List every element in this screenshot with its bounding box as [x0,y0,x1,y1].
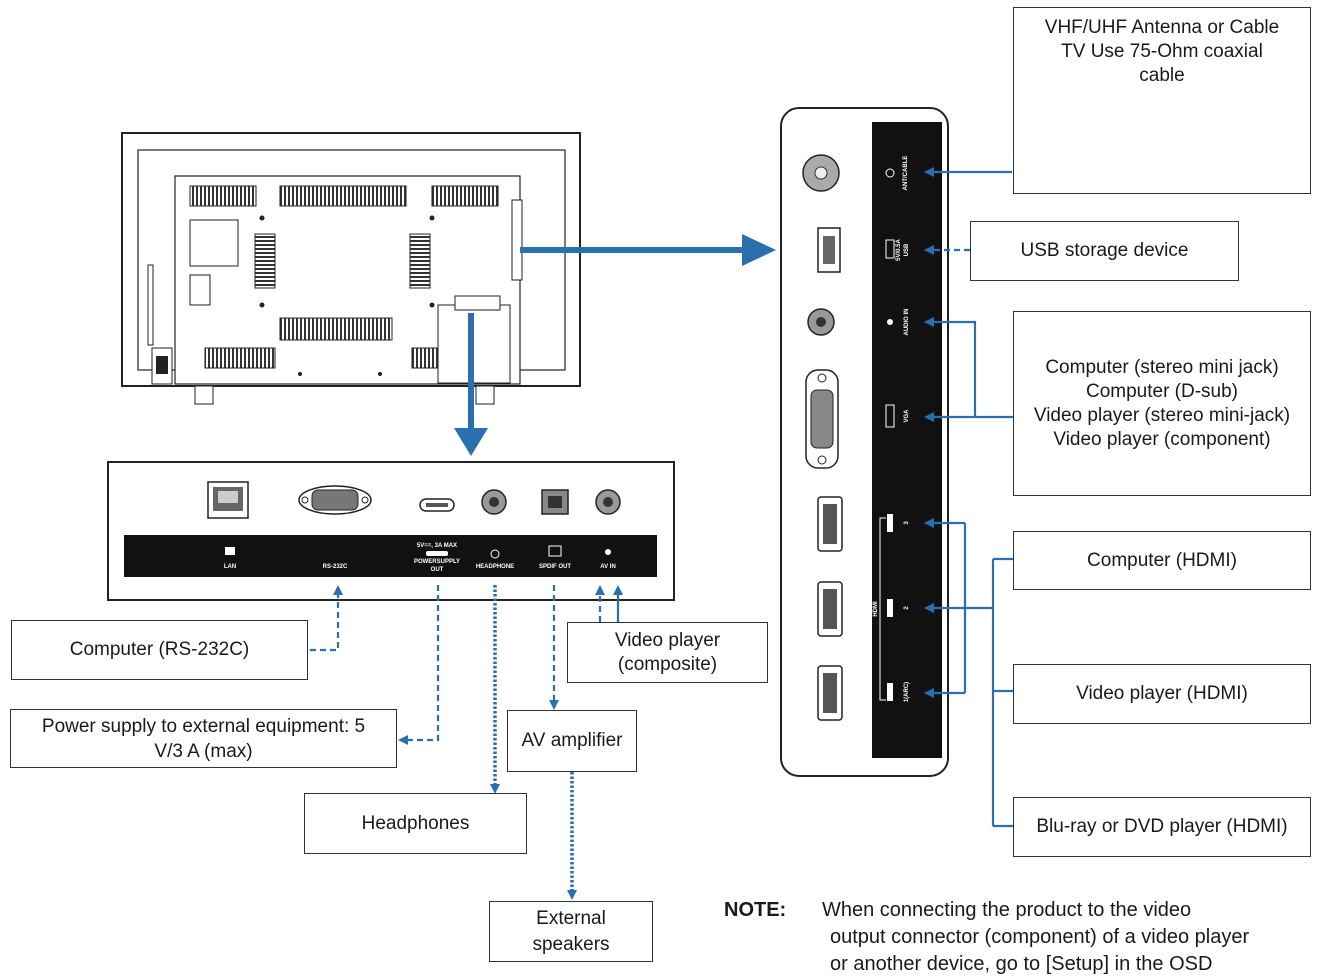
hdmi-video-label: Video player (HDMI) [1076,683,1248,704]
av-in-symbol-icon [605,549,611,555]
port-label-av-in: AV IN [600,564,616,570]
port-label-hdmi2: 2 [904,606,910,610]
hdmi-1-port-icon [817,665,843,721]
usb-symbol-icon [885,239,895,259]
port-label-hdmi-group: HDMI [873,601,879,617]
hdmi-group-bracket [879,517,886,701]
note-line1: When connecting the product to the video [822,899,1192,921]
power-label-line2: V/3 A (max) [154,740,253,762]
antenna-label-line2: TV Use 75-Ohm coaxial [1061,41,1263,62]
av-amp-label-box: AV amplifier [507,710,637,772]
usb-c-port-icon [419,498,455,512]
audio-vga-label-box: Computer (stereo mini jack) Computer (D-… [1013,311,1311,496]
port-label-audio-in: AUDIO IN [904,309,910,336]
av-in-jack-icon [595,489,621,515]
hdmi-computer-label: Computer (HDMI) [1087,549,1237,571]
port-label-headphone: HEADPHONE [476,564,514,570]
vga-port-icon [805,369,839,469]
port-label-lan: LAN [224,564,236,570]
port-label-spdif: SPDIF OUT [539,564,571,570]
antenna-label-line3: cable [1139,65,1185,86]
audio-symbol-icon [887,319,893,325]
port-label-usb: USB [904,243,910,256]
hdmi-video-label-box: Video player (HDMI) [1013,664,1311,724]
vga-symbol-icon [885,404,895,428]
lan-port-icon [207,481,249,519]
hdmi3-symbol-icon [887,514,893,532]
usb-a-port-icon [817,227,841,273]
hdmi-bluray-label-box: Blu-ray or DVD player (HDMI) [1013,797,1311,857]
audio-in-jack-icon [807,308,835,336]
av-amp-label: AV amplifier [521,730,623,751]
right-connection-lines [924,167,1013,828]
antenna-label-box: VHF/UHF Antenna or Cable TV Use 75-Ohm c… [1013,7,1311,194]
hdmi-computer-label-box: Computer (HDMI) [1013,531,1311,590]
usb-label-box: USB storage device [970,221,1239,281]
headphones-label: Headphones [361,812,470,834]
audio-label-line1: Computer (stereo mini jack) [1045,356,1279,378]
port-label-rs232c: RS-232C [323,564,348,570]
headphone-jack-icon [481,489,507,515]
lan-symbol-icon [225,547,235,555]
hdmi-2-port-icon [817,581,843,637]
tv-rear-view [121,132,581,405]
hdmi1-symbol-icon [887,683,893,701]
zoom-arrows [454,234,776,456]
port-label-power: POWERSUPPLY [414,559,460,565]
speakers-label-box: External speakers [489,901,653,962]
hdmi2-symbol-icon [887,599,893,617]
side-connector-panel: ANT/CABLE 5V/0.5A USB AUDIO IN VGA 3 2 1… [780,107,949,777]
note-line3: or another device, go to [Setup] in the … [830,953,1213,975]
port-label-hdmi1: 1(ARC) [904,682,910,702]
audio-label-line3: Video player (stereo mini-jack) [1033,404,1291,426]
port-label-power-top: 5V==, 3A MAX [417,543,457,549]
usb-label: USB storage device [1020,240,1189,261]
speakers-label-line2: speakers [532,933,610,955]
port-label-ant: ANT/CABLE [903,156,909,191]
speakers-label-line1: External [536,907,606,929]
port-label-usb-power: 5V/0.5A [896,238,902,260]
rs232c-label: Computer (RS-232C) [69,639,250,660]
spdif-symbol-icon [548,545,562,557]
rs232c-label-box: Computer (RS-232C) [11,620,308,680]
bottom-connector-panel: LAN RS-232C 5V==, 3A MAX POWERSUPPLY OUT… [107,461,675,601]
port-label-hdmi3: 3 [904,521,910,525]
audio-label-line4: Video player (component) [1053,428,1271,450]
power-label-line1: Power supply to external equipment: 5 [41,715,366,737]
headphones-label-box: Headphones [304,793,527,854]
composite-label-box: Video player (composite) [567,622,768,683]
rs232c-port-icon [298,485,372,515]
ant-symbol-icon [885,168,895,178]
port-label-power-out: OUT [431,567,444,573]
spdif-port-icon [541,489,569,515]
antenna-label-line1: VHF/UHF Antenna or Cable [1044,17,1280,38]
composite-label-line2: (composite) [617,653,718,675]
audio-label-line2: Computer (D-sub) [1085,380,1239,402]
note-heading: NOTE: [724,899,787,921]
composite-label-line1: Video player [614,629,721,651]
headphone-symbol-icon [490,549,500,559]
port-label-vga: VGA [904,409,910,423]
antenna-port-icon [802,154,840,192]
power-label-box: Power supply to external equipment: 5 V/… [10,709,397,768]
hdmi-bluray-label: Blu-ray or DVD player (HDMI) [1036,816,1288,837]
usb-c-symbol-icon [426,551,448,556]
note-line2: output connector (component) of a video … [830,926,1250,948]
hdmi-3-port-icon [817,496,843,552]
bottom-connection-lines [310,585,623,900]
